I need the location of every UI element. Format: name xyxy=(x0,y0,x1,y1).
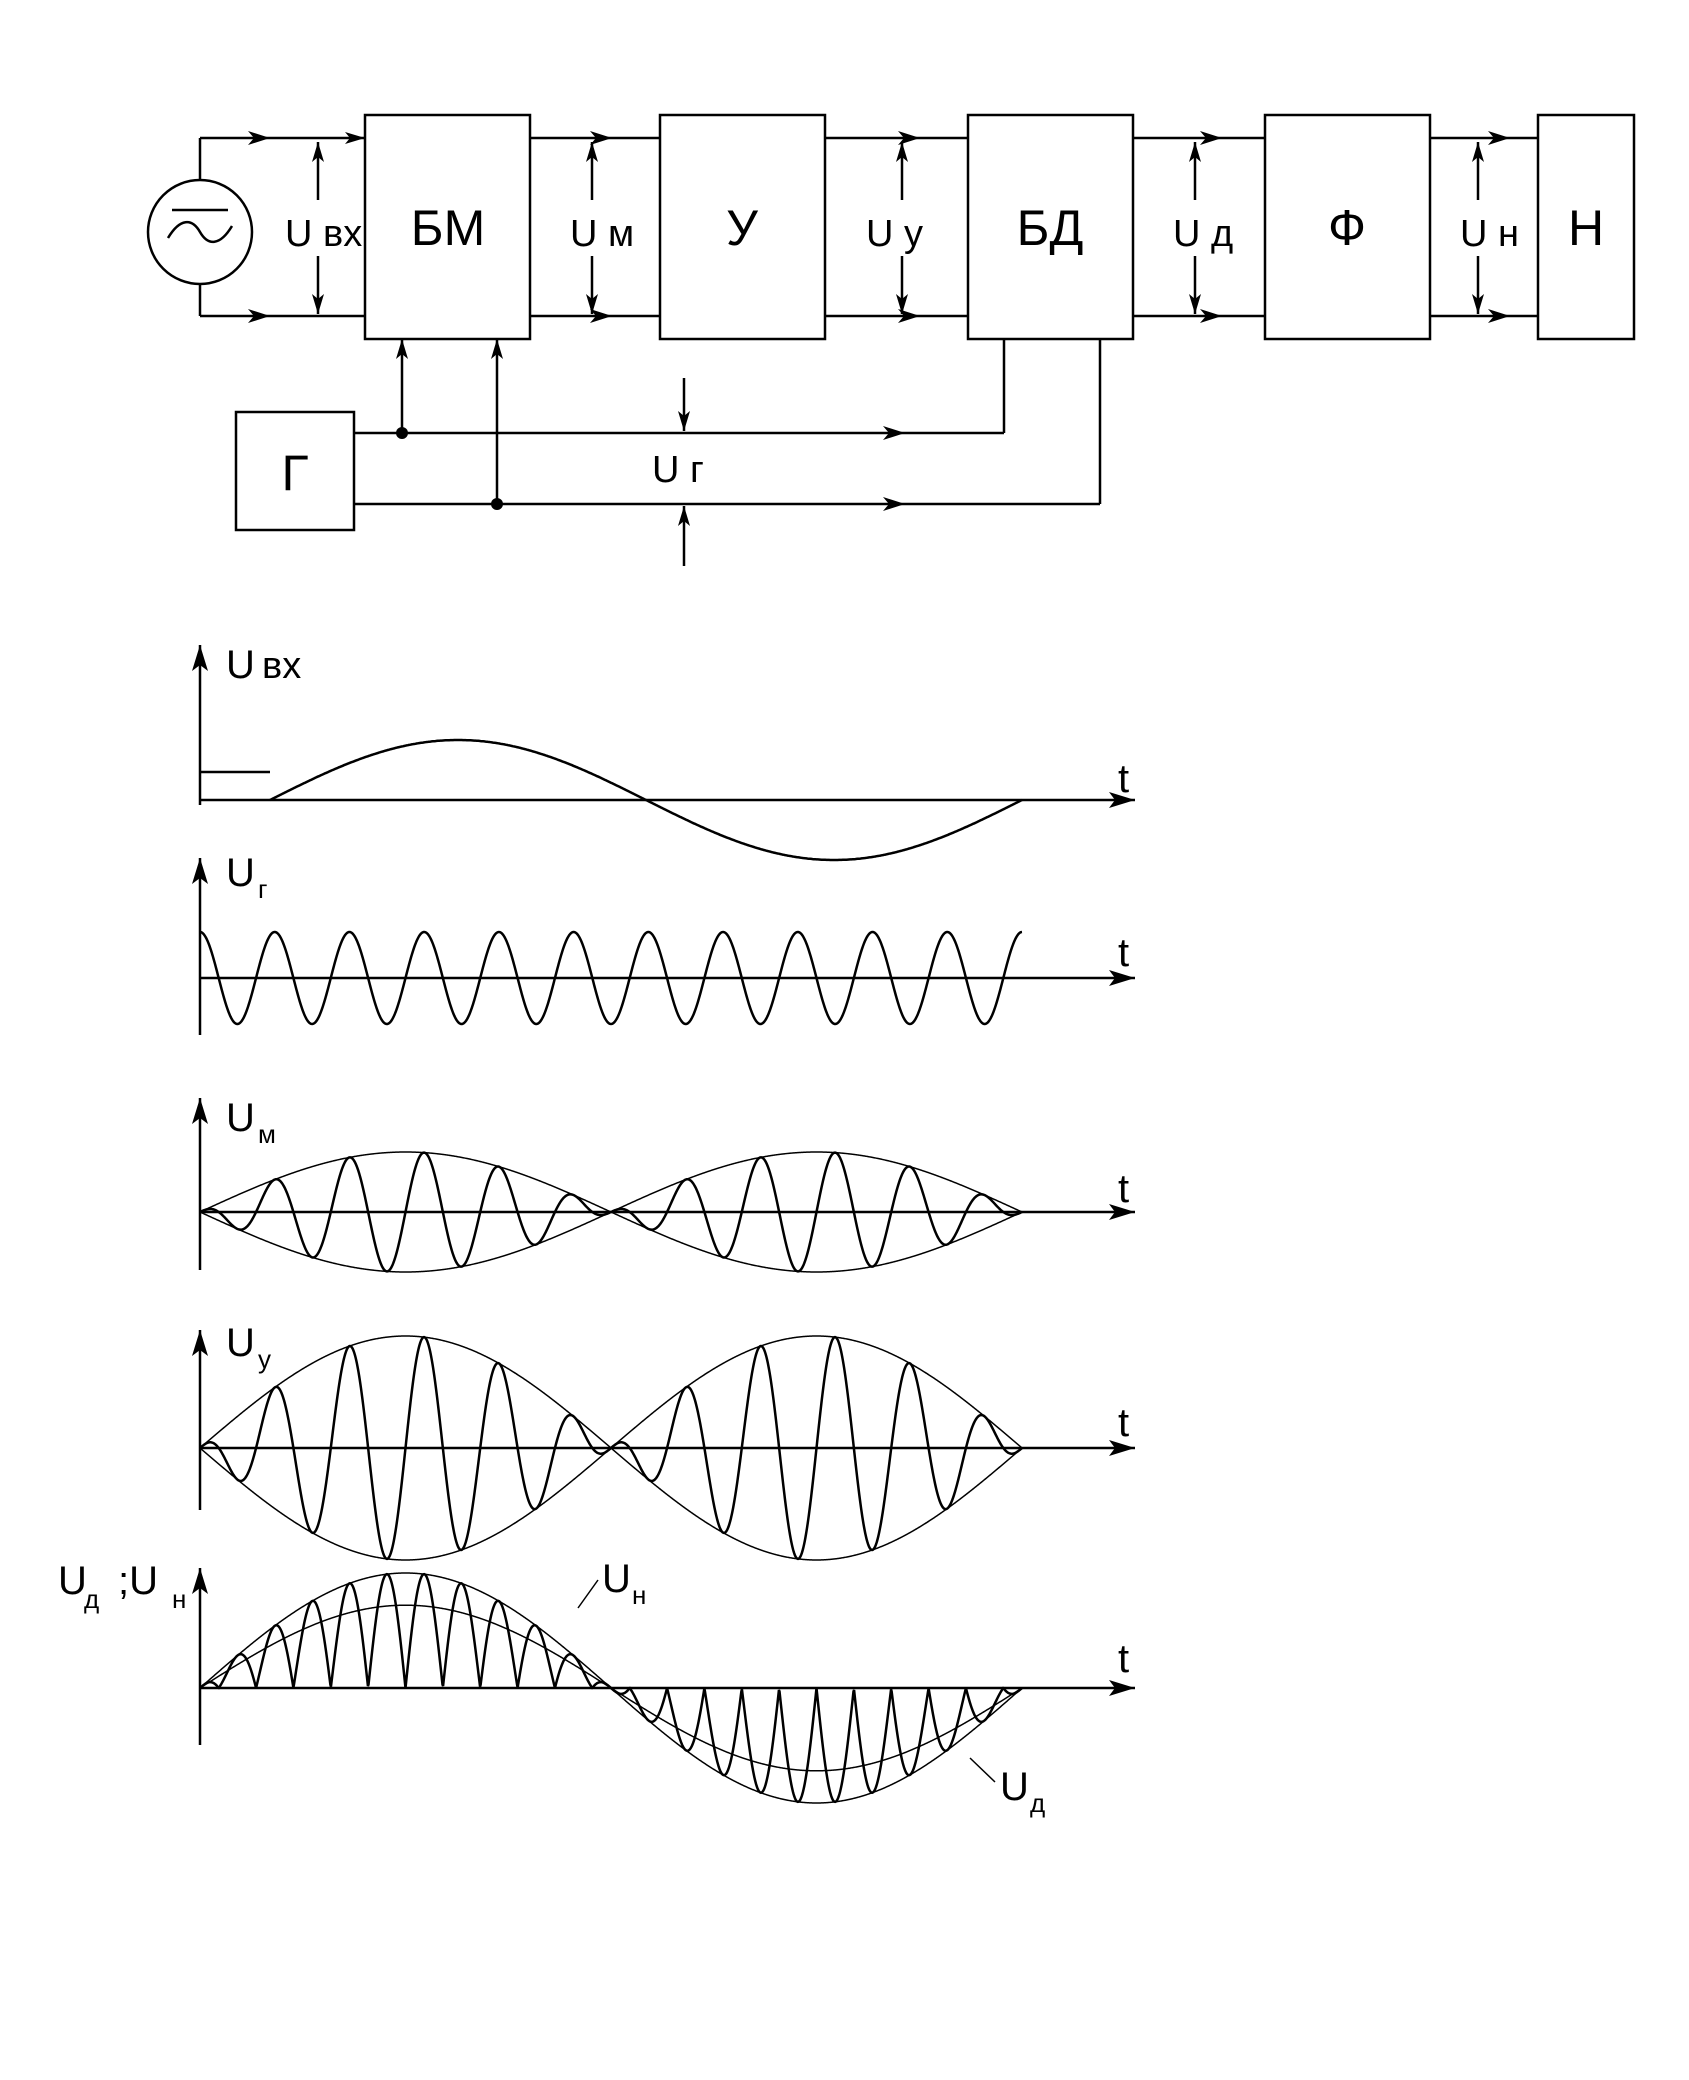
t-axis-label: t xyxy=(1118,757,1129,801)
block-diagram xyxy=(146,113,1636,532)
block-g xyxy=(234,410,356,532)
y-axis-sub: у xyxy=(258,1344,271,1374)
filtered-output-curve xyxy=(199,1604,1023,1772)
annotation-un-leader xyxy=(577,1579,599,1609)
block-bd-label: БД xyxy=(1017,200,1084,256)
y-axis-sub: м xyxy=(258,1119,276,1149)
t-axis-label: t xyxy=(1118,1637,1129,1681)
modulated-signal-curve xyxy=(199,1151,1023,1273)
carrier-signal-curve xyxy=(199,930,1023,1026)
block-n xyxy=(1536,113,1636,341)
ac-voltage-source-icon xyxy=(146,178,254,286)
plot-modulated-labels: U м xyxy=(226,1096,276,1149)
label-u-vx: U вх xyxy=(285,213,362,255)
y-axis-label: U xyxy=(226,1321,255,1365)
plot-detected-labels: U д ;U н U н U д xyxy=(58,1557,1045,1818)
block-u xyxy=(658,113,827,341)
flow-arrowhead xyxy=(1488,131,1510,145)
flow-arrowhead xyxy=(248,131,270,145)
plot-axes xyxy=(192,1098,1135,1270)
y-axis-label: U xyxy=(226,1096,255,1140)
plot-input-labels: U вх xyxy=(226,643,301,687)
junction-dot xyxy=(396,427,408,439)
flow-arrowhead xyxy=(248,309,270,323)
y-axis-sub: г xyxy=(258,874,267,904)
annotation-ud-leader xyxy=(969,1757,996,1783)
flow-arrowhead xyxy=(1200,131,1222,145)
label-u-d: U д xyxy=(1173,213,1233,255)
t-axis-label: t xyxy=(1118,1401,1129,1445)
plot-generator-labels: U г xyxy=(226,851,267,904)
block-f-label: Ф xyxy=(1328,200,1366,256)
junction-dot xyxy=(491,498,503,510)
block-f xyxy=(1263,113,1432,341)
amplified-signal-curve xyxy=(199,1335,1023,1561)
flow-arrowhead xyxy=(883,497,905,511)
flow-arrowhead xyxy=(898,131,920,145)
flow-arrowhead xyxy=(590,131,612,145)
label-u-y: U у xyxy=(866,213,923,255)
y-axis-label: U xyxy=(58,1559,87,1603)
block-bm xyxy=(363,113,532,341)
y-axis-sub: д xyxy=(84,1584,99,1614)
y-axis-label: U xyxy=(226,643,255,687)
y-axis-sub-2: н xyxy=(172,1584,186,1614)
y-axis-label: U xyxy=(226,851,255,895)
plot-axes xyxy=(192,1330,1135,1510)
input-signal-curve xyxy=(269,738,1023,862)
t-axis-label: t xyxy=(1118,1167,1129,1211)
label-u-g: U г xyxy=(652,449,704,491)
plot-amplified-labels: U у xyxy=(226,1321,271,1374)
label-u-n: U н xyxy=(1460,213,1519,255)
block-bm-label: БМ xyxy=(411,200,485,256)
voltage-indicator-arrows xyxy=(312,142,1484,566)
block-n-label: Н xyxy=(1568,200,1604,256)
plot-axes xyxy=(192,645,1135,808)
block-bd xyxy=(966,113,1135,341)
label-u-m: U м xyxy=(570,213,634,255)
t-axis-label: t xyxy=(1118,931,1129,975)
block-g-label: Г xyxy=(281,445,308,501)
annotation-un: U xyxy=(602,1557,631,1601)
plot-axes xyxy=(192,1568,1135,1745)
time-axis-labels: t t t t t xyxy=(1118,757,1129,1681)
flow-arrowhead xyxy=(883,426,905,440)
flow-arrowhead xyxy=(1200,309,1222,323)
timing-diagrams xyxy=(192,645,1135,1804)
y-axis-sub: вх xyxy=(262,645,301,687)
y-axis-label-2: ;U xyxy=(118,1559,158,1603)
annotation-un-sub: н xyxy=(632,1580,646,1610)
flow-arrowhead xyxy=(1488,309,1510,323)
block-u-label: У xyxy=(726,200,758,256)
signal-flow-arrows xyxy=(248,131,1510,511)
annotation-ud-sub: д xyxy=(1030,1788,1045,1818)
annotation-ud: U xyxy=(1000,1765,1029,1809)
